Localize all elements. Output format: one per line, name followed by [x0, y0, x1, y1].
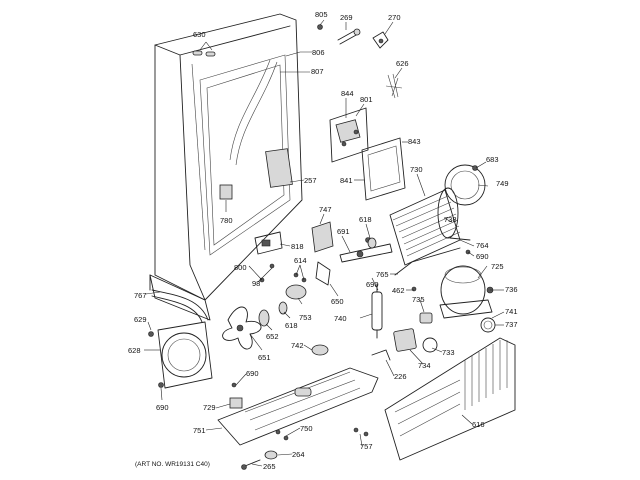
callout-747: 747 [319, 205, 332, 214]
part-843-cover [361, 137, 406, 201]
callout-757: 757 [360, 442, 373, 451]
part-616-access-cover [384, 337, 516, 461]
part-651-fan-blade [222, 306, 262, 350]
part-844-board [329, 107, 369, 163]
callout-735: 735 [412, 295, 425, 304]
part-690-screws [158, 382, 237, 388]
callout-652: 652 [266, 332, 279, 341]
part-733-overload [393, 328, 438, 353]
part-628-fan-housing [157, 321, 213, 389]
callout-751: 751 [193, 426, 206, 435]
callout-734: 734 [418, 361, 431, 370]
callout-843: 843 [408, 137, 421, 146]
cabinet-liner-drawing [149, 13, 303, 321]
part-753-fan-motor [285, 272, 307, 300]
part-725-compressor [439, 265, 494, 319]
callout-800: 800 [234, 263, 247, 272]
callout-733: 733 [442, 348, 455, 357]
callout-841: 841 [340, 176, 353, 185]
callout-226: 226 [394, 372, 407, 381]
part-626-harness [385, 73, 403, 99]
part-751-base-pan [217, 367, 379, 446]
callout-753: 753 [299, 313, 312, 322]
part-691-bracket [339, 237, 393, 263]
callout-269: 269 [340, 13, 353, 22]
part-747-pad [311, 221, 334, 253]
part-618-mount [278, 237, 377, 315]
callout-764: 764 [476, 241, 489, 250]
part-765-tube [394, 247, 461, 276]
part-269-tube [337, 28, 361, 45]
part-757-screws [353, 427, 369, 437]
callout-730: 730 [410, 165, 423, 174]
callout-806: 806 [312, 48, 325, 57]
callout-691: 691 [337, 227, 350, 236]
callout-765: 765 [376, 270, 389, 279]
callout-labels: 805 269 270 630 806 807 626 844 801 843 … [128, 10, 518, 471]
part-630-clips [192, 50, 216, 57]
part-265-screw [241, 459, 261, 470]
callout-844: 844 [341, 89, 354, 98]
leader-lines [144, 19, 505, 467]
callout-98: 98 [252, 279, 260, 288]
callout-750: 750 [300, 424, 313, 433]
callout-818: 818 [291, 242, 304, 251]
callout-462: 462 [392, 286, 405, 295]
part-805-screw [317, 24, 323, 30]
callout-618-top: 618 [359, 215, 372, 224]
callout-683: 683 [486, 155, 499, 164]
callout-616: 616 [472, 420, 485, 429]
callout-651: 651 [258, 353, 271, 362]
part-270-valve [372, 31, 389, 49]
callout-650: 650 [331, 297, 344, 306]
callout-626: 626 [396, 59, 409, 68]
art-number: (ART NO. WR19131 C40) [135, 461, 210, 468]
part-650-bracket [315, 261, 331, 286]
callout-738: 738 [444, 215, 457, 224]
callout-767: 767 [134, 291, 147, 300]
callout-740: 740 [334, 314, 347, 323]
part-818-bracket [254, 231, 283, 255]
callout-614: 614 [294, 256, 307, 265]
callout-265: 265 [263, 462, 276, 471]
part-737-cover [480, 317, 496, 333]
callout-736: 736 [505, 285, 518, 294]
part-767-tube [151, 289, 209, 323]
callout-618-bottom: 618 [285, 321, 298, 330]
part-729-bracket [229, 397, 243, 409]
callout-801: 801 [360, 95, 373, 104]
callout-264: 264 [292, 450, 305, 459]
callout-737: 737 [505, 320, 518, 329]
callout-690-right: 690 [476, 252, 489, 261]
callout-807: 807 [311, 67, 324, 76]
part-226-clip [371, 349, 391, 361]
callout-257: 257 [304, 176, 317, 185]
callout-690-left: 690 [156, 403, 169, 412]
part-750-screw [275, 429, 289, 441]
part-735-relay [419, 312, 433, 324]
part-742-grommet [311, 344, 329, 356]
callout-742: 742 [291, 341, 304, 350]
callout-690-low: 690 [246, 369, 259, 378]
part-740-dryer [371, 283, 383, 339]
callout-270: 270 [388, 13, 401, 22]
callout-805: 805 [315, 10, 328, 19]
callout-780: 780 [220, 216, 233, 225]
callout-628: 628 [128, 346, 141, 355]
part-629-screw [148, 331, 154, 337]
callout-749: 749 [496, 179, 509, 188]
callout-729: 729 [203, 403, 216, 412]
callout-690-mid: 690 [366, 280, 379, 289]
part-652-spacer [258, 309, 270, 327]
callout-630: 630 [193, 30, 206, 39]
callout-741: 741 [505, 307, 518, 316]
callout-725: 725 [491, 262, 504, 271]
part-730-condenser [389, 187, 461, 266]
part-462-screw [411, 286, 417, 292]
callout-629: 629 [134, 315, 147, 324]
part-264-grommet [264, 450, 278, 460]
